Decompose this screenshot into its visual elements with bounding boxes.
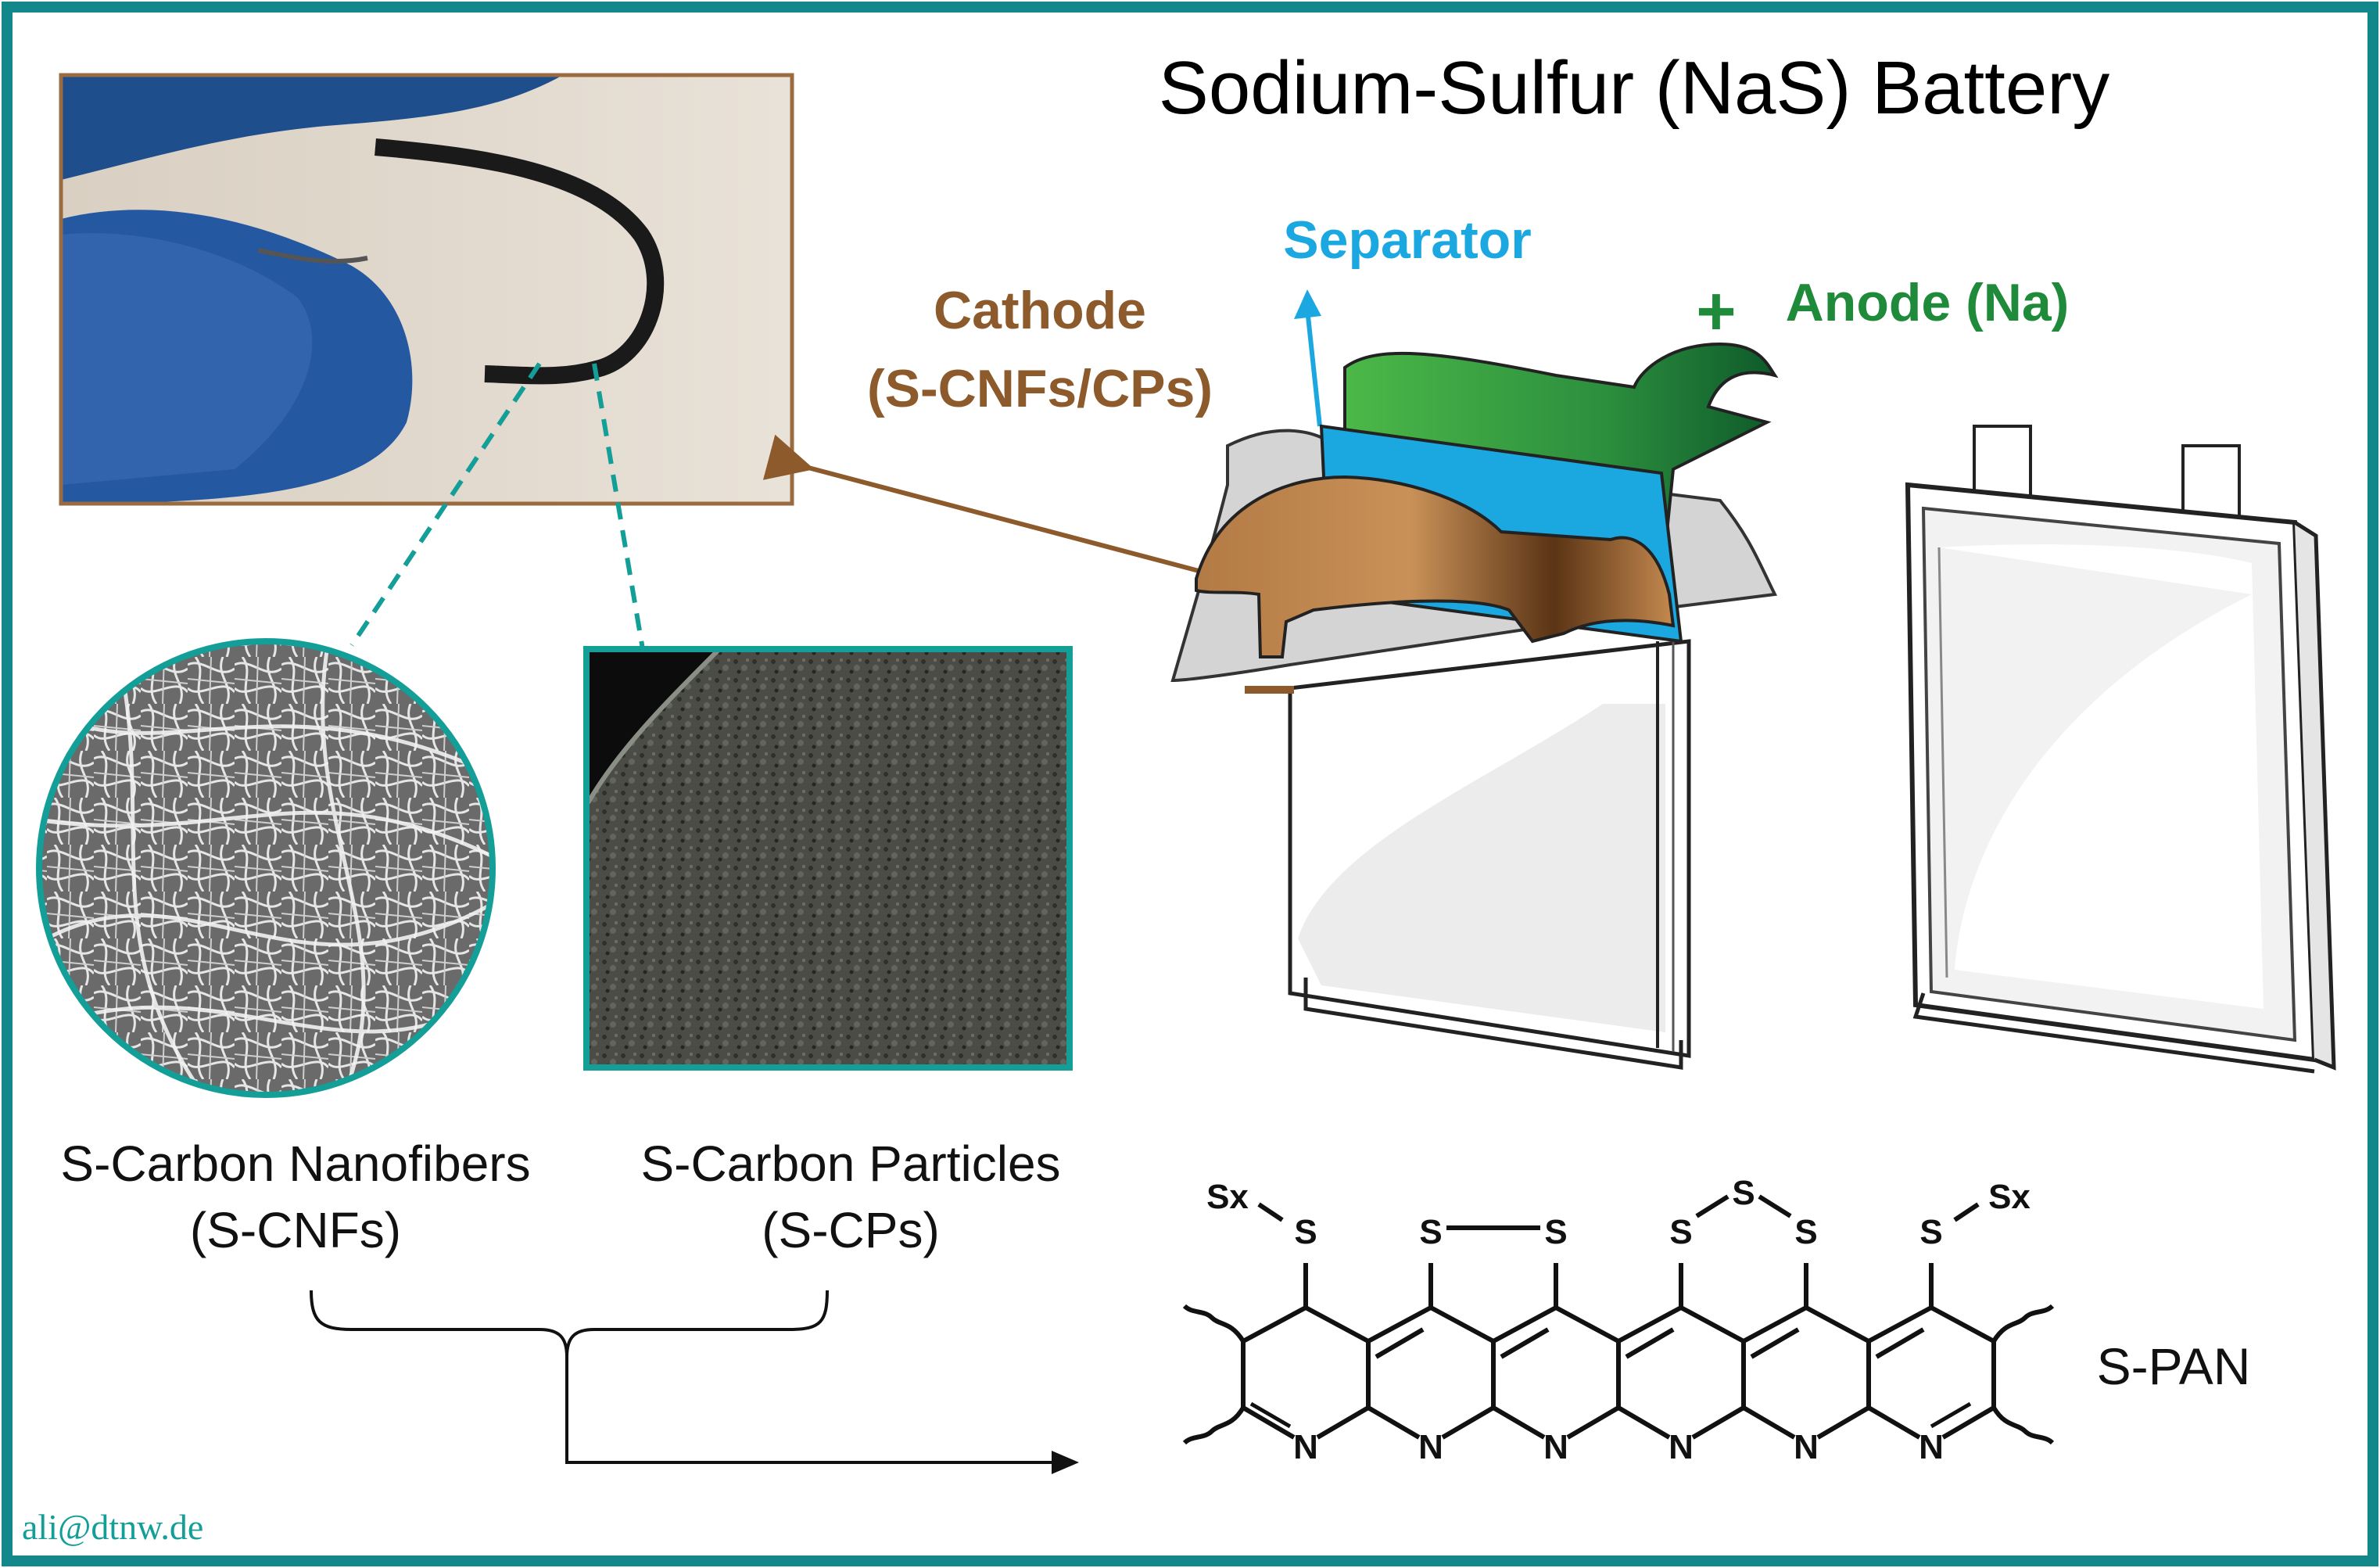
- cp-caption-line1: S-Carbon Particles: [640, 1136, 1060, 1192]
- leader-to-cp: [592, 363, 645, 650]
- separator-arrowhead: [1294, 289, 1321, 319]
- atom-n: N: [1418, 1428, 1443, 1466]
- atom-n: N: [1293, 1428, 1318, 1466]
- anode-label: Anode (Na): [1786, 273, 2070, 332]
- combine-brace: [310, 1290, 829, 1358]
- cnf-caption-line2: (S-CNFs): [190, 1202, 401, 1258]
- atom-sx-right: Sx: [1988, 1178, 2031, 1216]
- cnf-caption-line1: S-Carbon Nanofibers: [60, 1136, 530, 1192]
- cathode-label-line2: (S-CNFs/CPs): [867, 359, 1213, 418]
- cathode-arrow: [762, 434, 1244, 585]
- atom-s: S: [1732, 1174, 1755, 1212]
- atom-s: S: [1794, 1213, 1817, 1251]
- atom-s: S: [1544, 1213, 1567, 1251]
- assembled-pouch-cell: [1905, 425, 2336, 1074]
- atom-s: S: [1669, 1213, 1692, 1251]
- exploded-battery-cell: [1170, 342, 1779, 1070]
- anode-plus-sign: +: [1696, 272, 1736, 350]
- atom-sx-left: Sx: [1206, 1178, 1249, 1216]
- atom-s: S: [1419, 1213, 1442, 1251]
- cathode-photo: [59, 73, 794, 506]
- atom-n: N: [1543, 1428, 1568, 1466]
- atom-n: N: [1669, 1428, 1694, 1466]
- separator-label: Separator: [1283, 210, 1531, 270]
- span-label-text: S-PAN: [2097, 1337, 2251, 1395]
- leader-to-cnf: [349, 362, 542, 647]
- page-title: Sodium-Sulfur (NaS) Battery: [1159, 46, 2109, 130]
- combine-arrow: [565, 1357, 1056, 1464]
- cp-caption-line2: (S-CPs): [762, 1202, 940, 1258]
- cathode-label-line1: Cathode: [934, 281, 1146, 340]
- span-molecule: [1182, 1194, 2055, 1445]
- atom-n: N: [1919, 1428, 1944, 1466]
- atom-s: S: [1294, 1213, 1317, 1251]
- atom-s: S: [1919, 1213, 1942, 1251]
- separator-arrow: [1305, 308, 1322, 427]
- span-atom-labels: Sx Sx S S S S S S S N N N N N N: [1206, 1174, 2031, 1466]
- cp-photo: [583, 646, 1073, 1071]
- cnf-sem-image: [36, 638, 496, 1098]
- combine-arrowhead: [1052, 1451, 1079, 1474]
- email-credit: ali@dtnw.de: [22, 1507, 203, 1547]
- atom-n: N: [1794, 1428, 1819, 1466]
